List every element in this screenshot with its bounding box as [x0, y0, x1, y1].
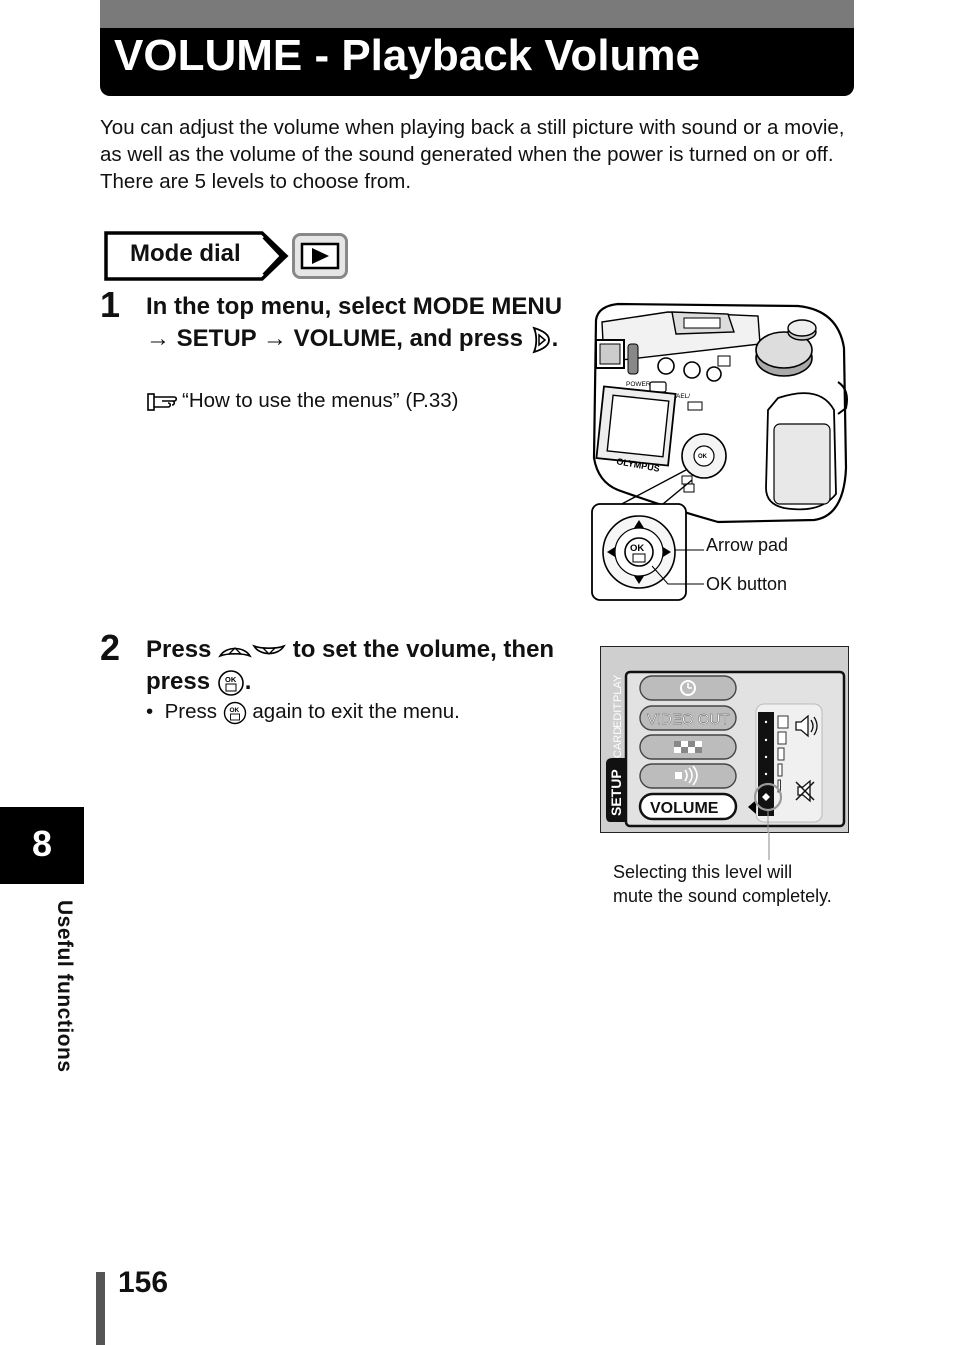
menu-reference-text: “How to use the menus” (P.33)	[182, 389, 459, 412]
ok-glyph-text: OK	[229, 707, 239, 714]
step-1-text-end: .	[551, 325, 559, 352]
down-arrow-button-icon	[252, 644, 286, 655]
chapter-tab	[0, 807, 84, 884]
ok-label-small: OK	[698, 454, 708, 460]
tab-play: PLAY	[612, 674, 624, 702]
step-2-text-b: to set the volume, then press	[146, 636, 555, 695]
step-1-text-b: SETUP	[170, 325, 263, 352]
reference-hand-icon	[147, 392, 178, 411]
ok-button-icon: OK	[223, 701, 246, 724]
mode-dial-tag	[104, 231, 289, 281]
step-2-text-a: Press	[146, 636, 219, 663]
tab-card: CARD	[612, 727, 624, 758]
step-2-text-end: .	[244, 668, 252, 695]
step-2-instruction: Press to set the volume, then press OK.	[146, 634, 586, 698]
ael-label: AEL/	[676, 393, 690, 400]
exit-note-text-b: again to exit the menu.	[246, 700, 460, 723]
step-1-number: 1	[100, 284, 121, 325]
menu-item-volume: VOLUME	[650, 800, 719, 817]
camera-illustration: POWER AEL/ OLYMPUS OK OK	[591, 302, 848, 601]
page-number: 156	[118, 1266, 169, 1299]
playback-icon	[292, 233, 348, 279]
ok-label-inset: OK	[630, 543, 644, 554]
menu-item-video-out: VIDEO OUT	[647, 711, 730, 728]
title-bar	[100, 28, 854, 96]
right-arrow-button-icon	[532, 326, 550, 354]
ok-button-icon: OK	[217, 669, 244, 696]
section-title: Useful functions	[53, 900, 76, 1073]
mute-note-line-2: mute the sound completely.	[613, 885, 832, 906]
chapter-number: 8	[31, 823, 53, 864]
mute-level-note: Selecting this level will mute the sound …	[613, 861, 832, 908]
arrow-right-glyph: →	[146, 325, 170, 352]
step-1-instruction: In the top menu, select MODE MENU → SETU…	[146, 291, 576, 355]
mute-leader-line	[768, 832, 770, 860]
selected-volume-level-marker	[762, 793, 770, 801]
page-title: VOLUME - Playback Volume	[114, 31, 701, 80]
arrow-right-glyph: →	[262, 325, 287, 352]
step-2-number: 2	[100, 627, 121, 668]
arrow-pad-callout: Arrow pad	[706, 535, 789, 555]
step-1-text-a: In the top menu, select MODE MENU	[146, 293, 563, 320]
setup-menu-screen: SETUP CARD EDIT PLAY VIDEO OUT VOLUME	[600, 646, 849, 833]
ok-glyph-text: OK	[225, 675, 237, 684]
bullet-glyph: •	[146, 700, 154, 723]
header-gray-strip	[100, 0, 854, 28]
ok-button-callout: OK button	[706, 574, 788, 594]
menu-reference: “How to use the menus” (P.33)	[146, 389, 459, 413]
footer-bar	[96, 1272, 105, 1345]
exit-menu-note: • Press OK again to exit the menu.	[146, 700, 460, 725]
tab-setup: SETUP	[608, 769, 624, 816]
intro-paragraph: You can adjust the volume when playing b…	[100, 116, 845, 193]
mute-note-line-1: Selecting this level will	[613, 862, 793, 882]
up-arrow-button-icon	[218, 646, 252, 658]
mode-dial-label: Mode dial	[130, 240, 241, 267]
tab-edit: EDIT	[612, 703, 624, 728]
step-1-text-c: VOLUME, and press	[286, 325, 530, 352]
power-label: POWER	[626, 381, 651, 388]
exit-note-text-a: Press	[164, 700, 223, 723]
